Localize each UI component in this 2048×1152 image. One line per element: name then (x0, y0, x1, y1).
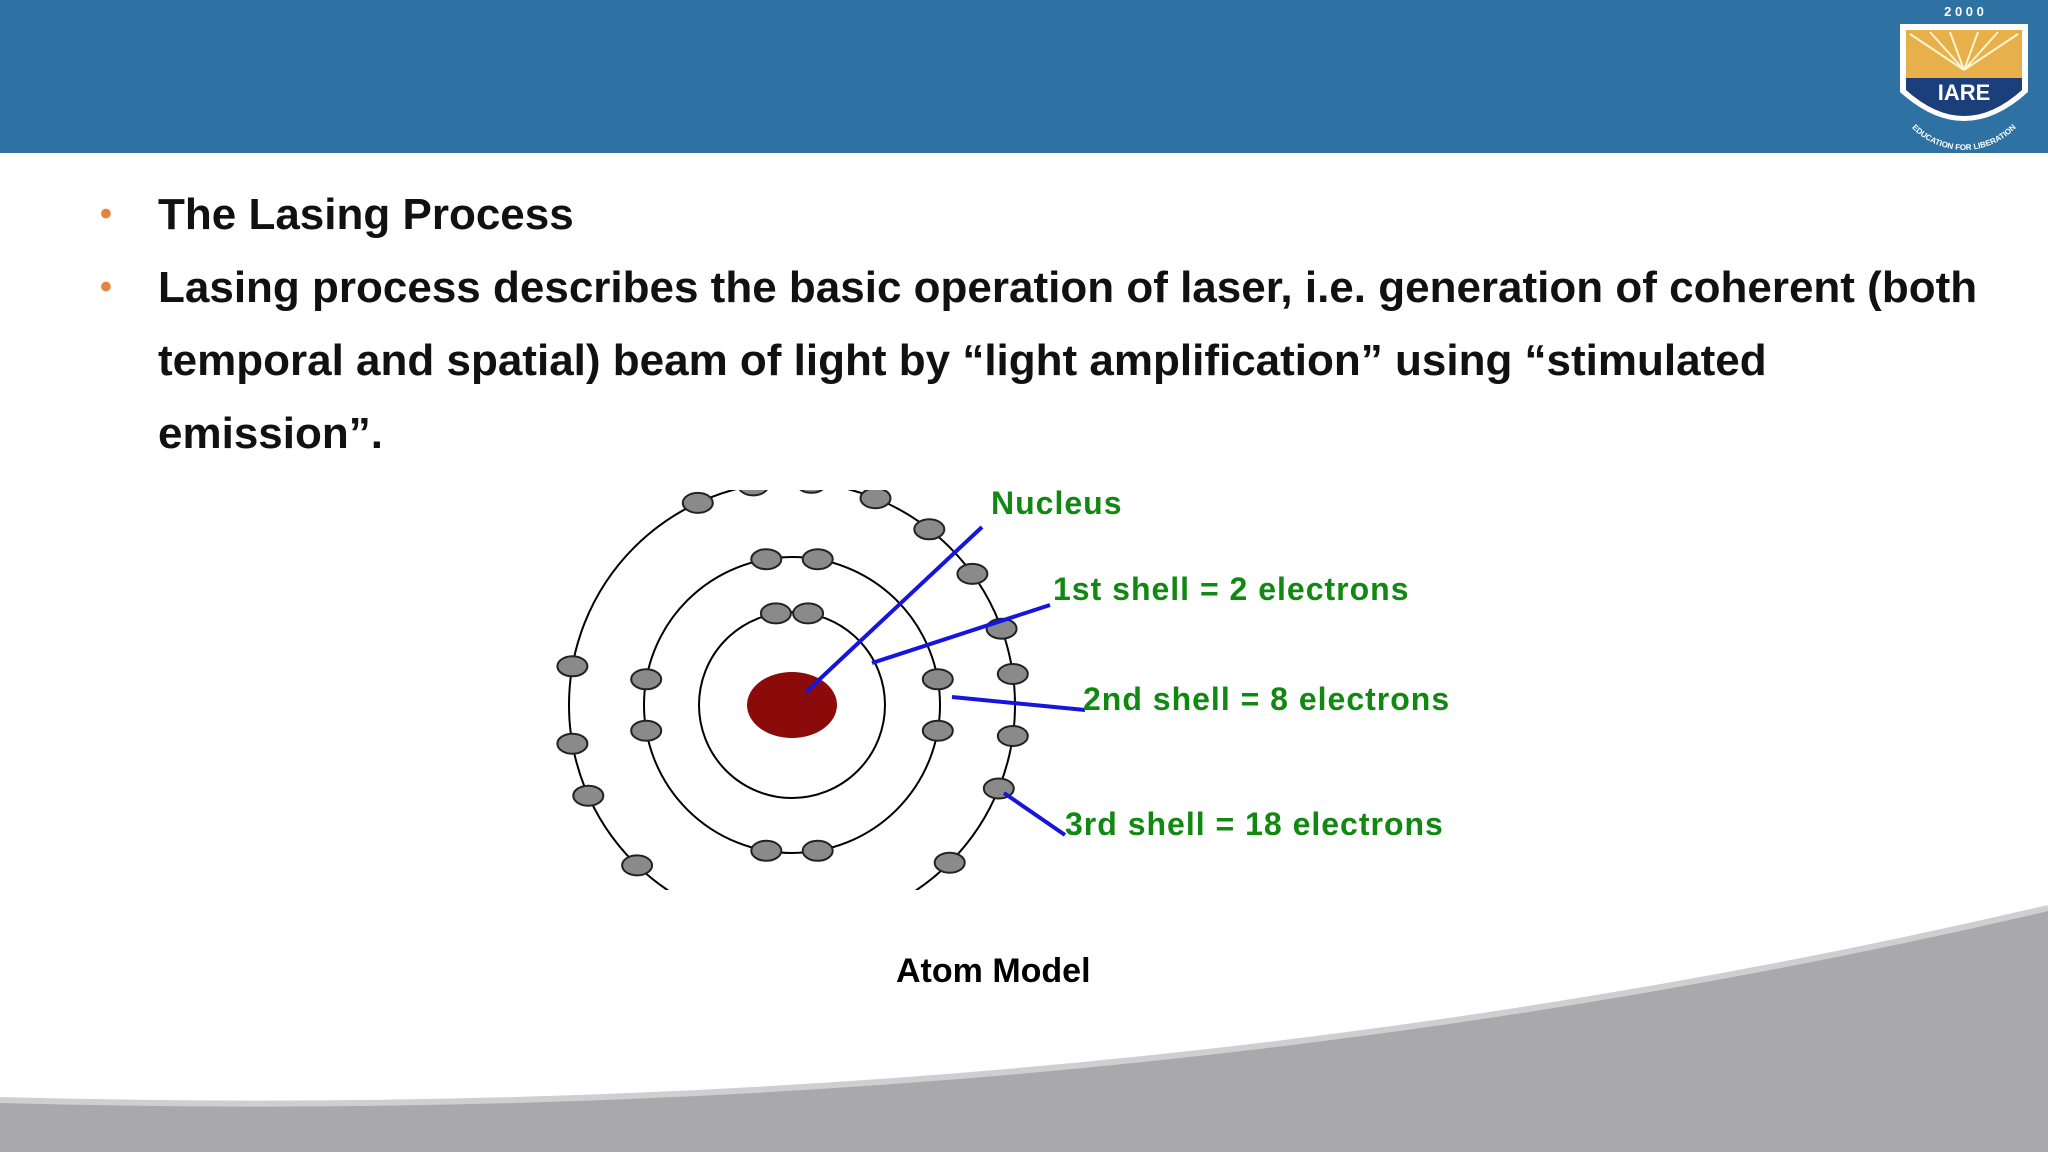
logo-banner (1906, 78, 2022, 116)
nucleus-pointer-line (804, 525, 984, 694)
bullet-item-title: • The Lasing Process (100, 178, 2000, 251)
electron-shell-3 (996, 663, 1029, 685)
footer-swoosh-highlight (0, 905, 2048, 1107)
iare-logo: 2 0 0 0 IARE EDUCATION FOR LIBERATION (1900, 4, 2028, 152)
electron-shell-1 (759, 602, 792, 625)
sun-rays-icon (1909, 31, 2019, 71)
logo-name-text: IARE (1938, 80, 1991, 105)
bullet-marker: • (100, 268, 112, 306)
electron-shell-3 (859, 490, 892, 510)
electron-shell-3 (956, 562, 989, 585)
figure-caption: Atom Model (896, 952, 1091, 990)
nucleus-label: Nucleus (991, 490, 1122, 521)
electron-shell-3 (913, 518, 946, 541)
footer-swoosh (0, 905, 2048, 1152)
electron-shell-2 (921, 719, 954, 742)
electron-shell-3 (799, 490, 824, 494)
electron-shell-3 (556, 732, 589, 755)
bullet-text: The Lasing Process (158, 190, 574, 239)
orbit-shell-1 (698, 611, 886, 799)
nucleus (747, 672, 837, 738)
bullet-list: • The Lasing Process • Lasing process de… (100, 178, 2000, 470)
logo-ring-text: EDUCATION FOR LIBERATION (1910, 122, 2018, 152)
shell3-pointer-line (1002, 791, 1067, 837)
pointer-lines (804, 525, 1086, 837)
electron-shell-3 (572, 784, 605, 807)
electron-shell-2 (801, 548, 834, 571)
electron-shell-3 (996, 725, 1029, 747)
electron-shell-3 (556, 655, 589, 678)
electron-shell-2 (750, 839, 783, 862)
bullet-item-description: • Lasing process describes the basic ope… (100, 251, 2000, 470)
electron-shell-2 (630, 668, 663, 691)
bullet-text: Lasing process describes the basic opera… (158, 263, 1978, 458)
electron-shell-2 (801, 839, 834, 862)
electron-group (556, 490, 1029, 877)
footer-swoosh-shape (0, 908, 2048, 1152)
electron-shell-2 (750, 548, 783, 571)
orbit-shell-2 (643, 556, 941, 854)
bullet-marker: • (100, 195, 112, 233)
logo-year-text: 2 0 0 0 (1944, 4, 1984, 19)
electron-shell-2 (921, 668, 954, 691)
header-bar (0, 0, 2048, 153)
shell2-label: 2nd shell = 8 electrons (1083, 681, 1450, 717)
electron-shell-3 (738, 490, 768, 497)
shell1-label: 1st shell = 2 electrons (1053, 571, 1410, 607)
electron-shell-2 (630, 719, 663, 742)
shell1-pointer-line (871, 603, 1051, 665)
electron-shell-1 (792, 602, 825, 625)
shell2-pointer-line (951, 695, 1086, 712)
electron-shell-3 (933, 851, 966, 874)
electron-shell-3 (681, 491, 714, 514)
atom-model-diagram: Nucleus 1st shell = 2 electrons 2nd shel… (556, 490, 1450, 890)
electron-shell-3 (621, 854, 654, 877)
shell3-label: 3rd shell = 18 electrons (1065, 806, 1444, 842)
